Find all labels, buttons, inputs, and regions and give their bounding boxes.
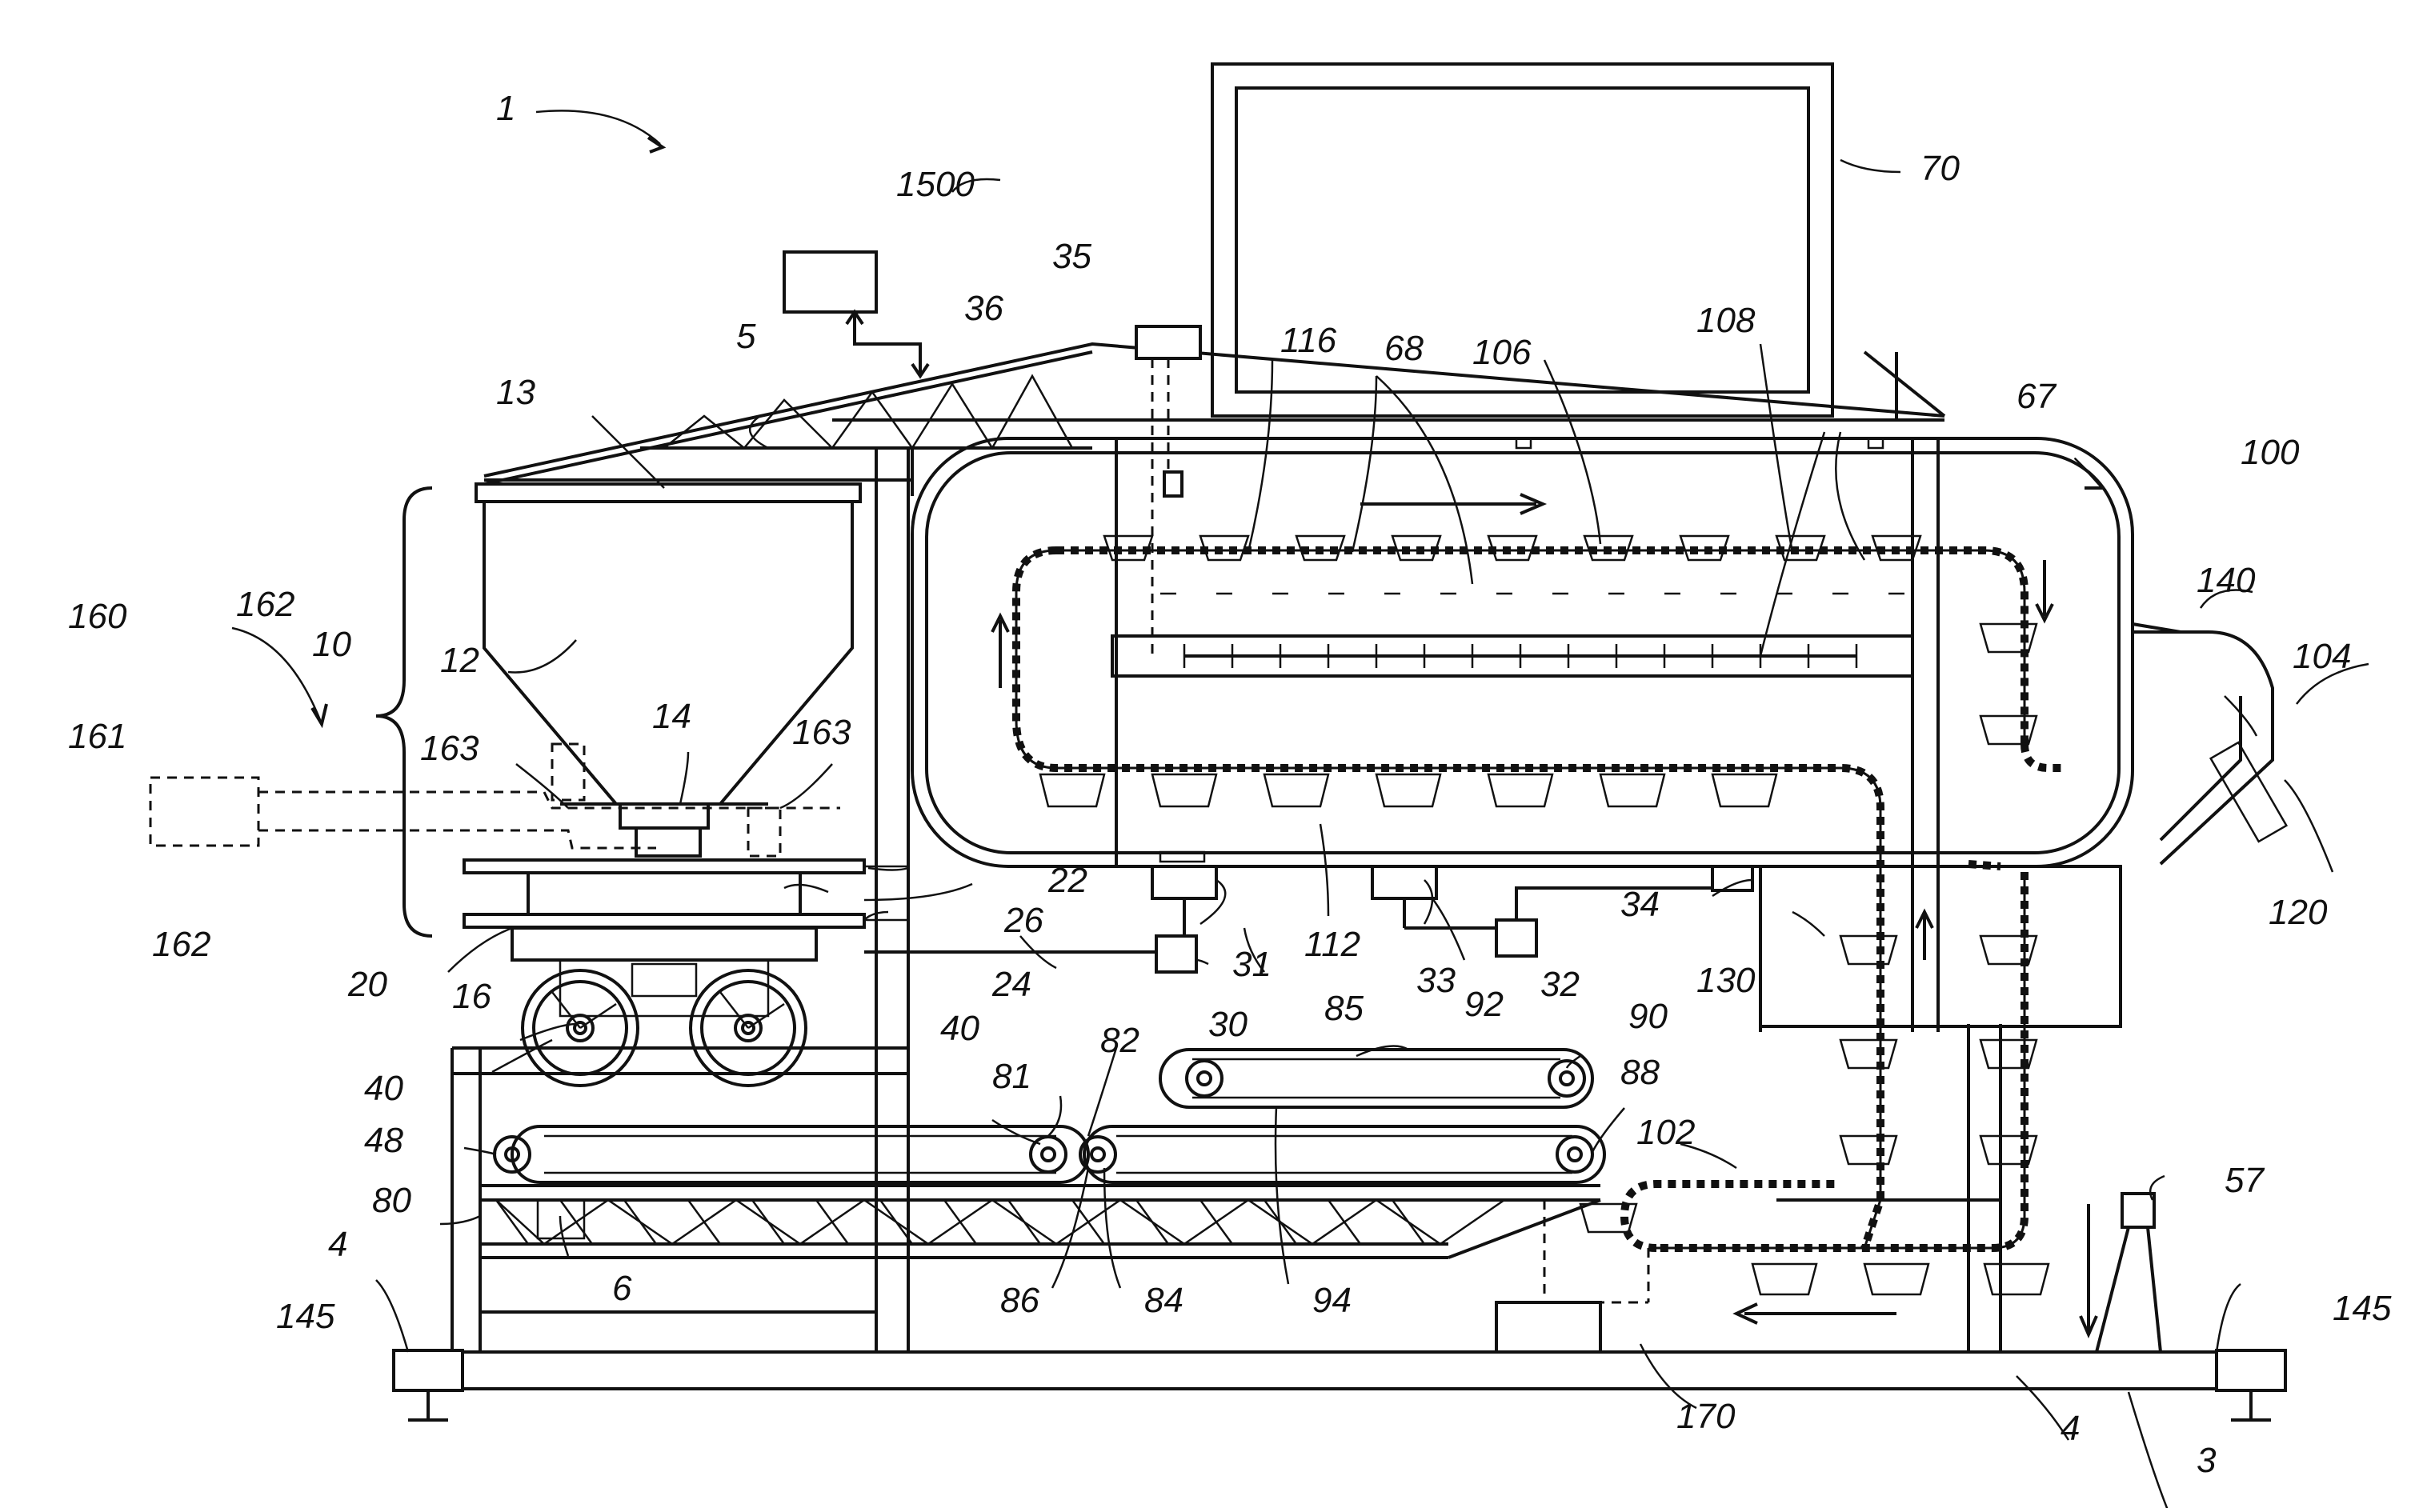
label-94: 94 — [1312, 1281, 1352, 1320]
label-88: 88 — [1620, 1053, 1660, 1092]
label-35: 35 — [1052, 237, 1091, 276]
label-86: 86 — [1000, 1281, 1039, 1320]
label-170: 170 — [1676, 1397, 1736, 1436]
label-106: 106 — [1472, 333, 1532, 372]
label-6: 6 — [612, 1269, 632, 1308]
label-120: 120 — [2269, 893, 2328, 932]
label-48: 48 — [364, 1121, 403, 1160]
label-16: 16 — [452, 977, 491, 1016]
label-40a: 40 — [940, 1009, 979, 1048]
label-14: 14 — [652, 697, 691, 736]
label-4b: 4 — [2061, 1409, 2080, 1448]
label-90: 90 — [1628, 997, 1668, 1036]
auxiliary-160 — [150, 744, 840, 856]
label-102: 102 — [1636, 1113, 1695, 1152]
label-160: 160 — [68, 597, 127, 636]
label-162b: 162 — [152, 925, 210, 964]
lower-frame — [452, 448, 2000, 1352]
rollers — [512, 928, 816, 1086]
label-22: 22 — [1047, 861, 1087, 900]
label-130: 130 — [1696, 961, 1756, 1000]
label-161: 161 — [68, 717, 126, 756]
label-20: 20 — [347, 965, 387, 1004]
upper-truss — [484, 344, 1944, 496]
label-40b: 40 — [364, 1069, 403, 1108]
label-4a: 4 — [328, 1225, 347, 1264]
label-5: 5 — [736, 317, 756, 356]
label-70: 70 — [1920, 149, 1960, 188]
label-100: 100 — [2241, 433, 2300, 472]
label-30: 30 — [1208, 1005, 1248, 1044]
label-104: 104 — [2293, 637, 2351, 676]
label-1: 1 — [496, 89, 515, 128]
label-85: 85 — [1324, 989, 1364, 1028]
reference-numerals: 1 1500 70 35 36 5 13 116 68 106 108 67 1… — [68, 89, 2392, 1480]
label-140: 140 — [2197, 561, 2256, 600]
label-32: 32 — [1540, 965, 1580, 1004]
label-82: 82 — [1100, 1021, 1139, 1060]
label-67: 67 — [2016, 377, 2057, 416]
label-3: 3 — [2197, 1441, 2217, 1480]
label-36: 36 — [964, 289, 1003, 328]
label-145b: 145 — [2333, 1289, 2392, 1328]
label-12: 12 — [440, 641, 479, 680]
label-92: 92 — [1464, 985, 1504, 1024]
label-108: 108 — [1696, 301, 1756, 340]
label-33: 33 — [1416, 961, 1456, 1000]
label-24: 24 — [991, 965, 1031, 1004]
pans — [1040, 536, 2049, 1294]
label-112: 112 — [1304, 925, 1360, 964]
label-34: 34 — [1620, 885, 1660, 924]
label-145a: 145 — [276, 1297, 335, 1336]
plates-assembly — [464, 860, 908, 927]
label-31: 31 — [1232, 945, 1272, 984]
label-57: 57 — [2225, 1161, 2265, 1200]
label-68: 68 — [1384, 329, 1424, 368]
brace-10 — [376, 488, 432, 936]
label-80: 80 — [372, 1181, 411, 1220]
lower-truss — [480, 1186, 1600, 1258]
label-10: 10 — [312, 625, 351, 664]
label-13: 13 — [496, 373, 535, 412]
label-162a: 162 — [236, 585, 294, 624]
lower-conveyors — [495, 1050, 1604, 1182]
label-26: 26 — [1003, 901, 1043, 940]
label-163b: 163 — [792, 713, 851, 752]
label-81: 81 — [992, 1057, 1031, 1096]
label-1500: 1500 — [896, 165, 975, 204]
label-116: 116 — [1280, 321, 1337, 360]
label-163a: 163 — [420, 729, 479, 768]
controls — [784, 252, 1752, 1302]
label-84: 84 — [1144, 1281, 1183, 1320]
